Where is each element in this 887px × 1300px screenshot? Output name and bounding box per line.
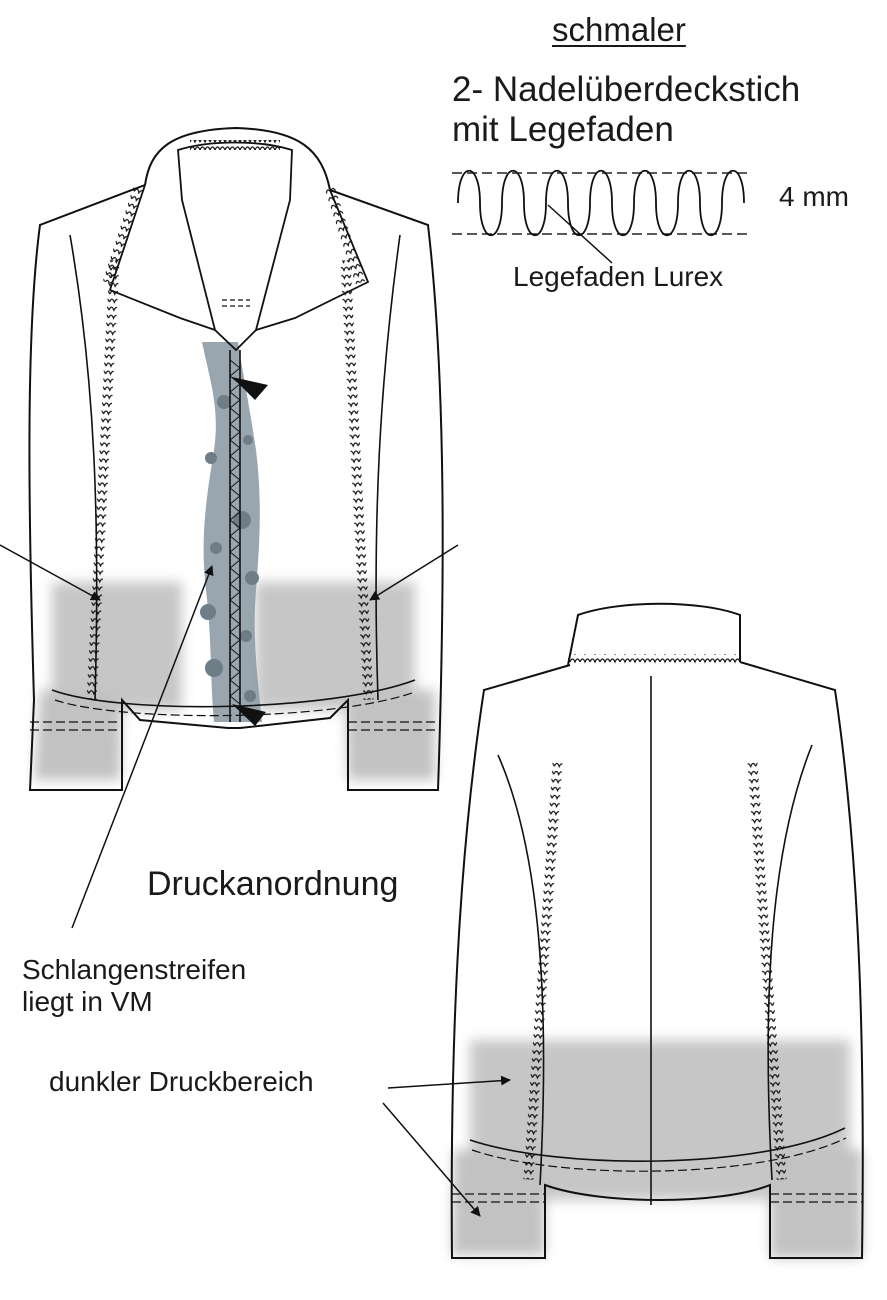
print-area-back bbox=[452, 1040, 862, 1258]
print-area-front bbox=[34, 582, 435, 780]
snake-stripe-line-1: Schlangenstreifen bbox=[22, 954, 247, 985]
stitch-diagram bbox=[452, 170, 750, 264]
stitch-type-line-2: mit Legefaden bbox=[452, 110, 674, 149]
leader-arrows bbox=[0, 544, 511, 1217]
stitch-type-label: 2- Nadelüberdeckstich mit Legefaden bbox=[452, 70, 800, 150]
stitch-width-label: 4 mm bbox=[779, 181, 849, 212]
thread-label: Legefaden Lurex bbox=[513, 261, 724, 292]
back-jacket-sketch bbox=[450, 602, 864, 1259]
dark-print-area-label: dunkler Druckbereich bbox=[49, 1066, 314, 1097]
snake-stripe-line-2: liegt in VM bbox=[22, 986, 153, 1017]
print-layout-label: Druckanordnung bbox=[147, 865, 399, 903]
snake-stripe bbox=[200, 342, 262, 722]
title-label: schmaler bbox=[552, 11, 686, 48]
stitch-type-line-1: 2- Nadelüberdeckstich bbox=[452, 70, 801, 109]
front-jacket-sketch bbox=[28, 126, 444, 791]
snake-stripe-label: Schlangenstreifen liegt in VM bbox=[22, 954, 246, 1018]
